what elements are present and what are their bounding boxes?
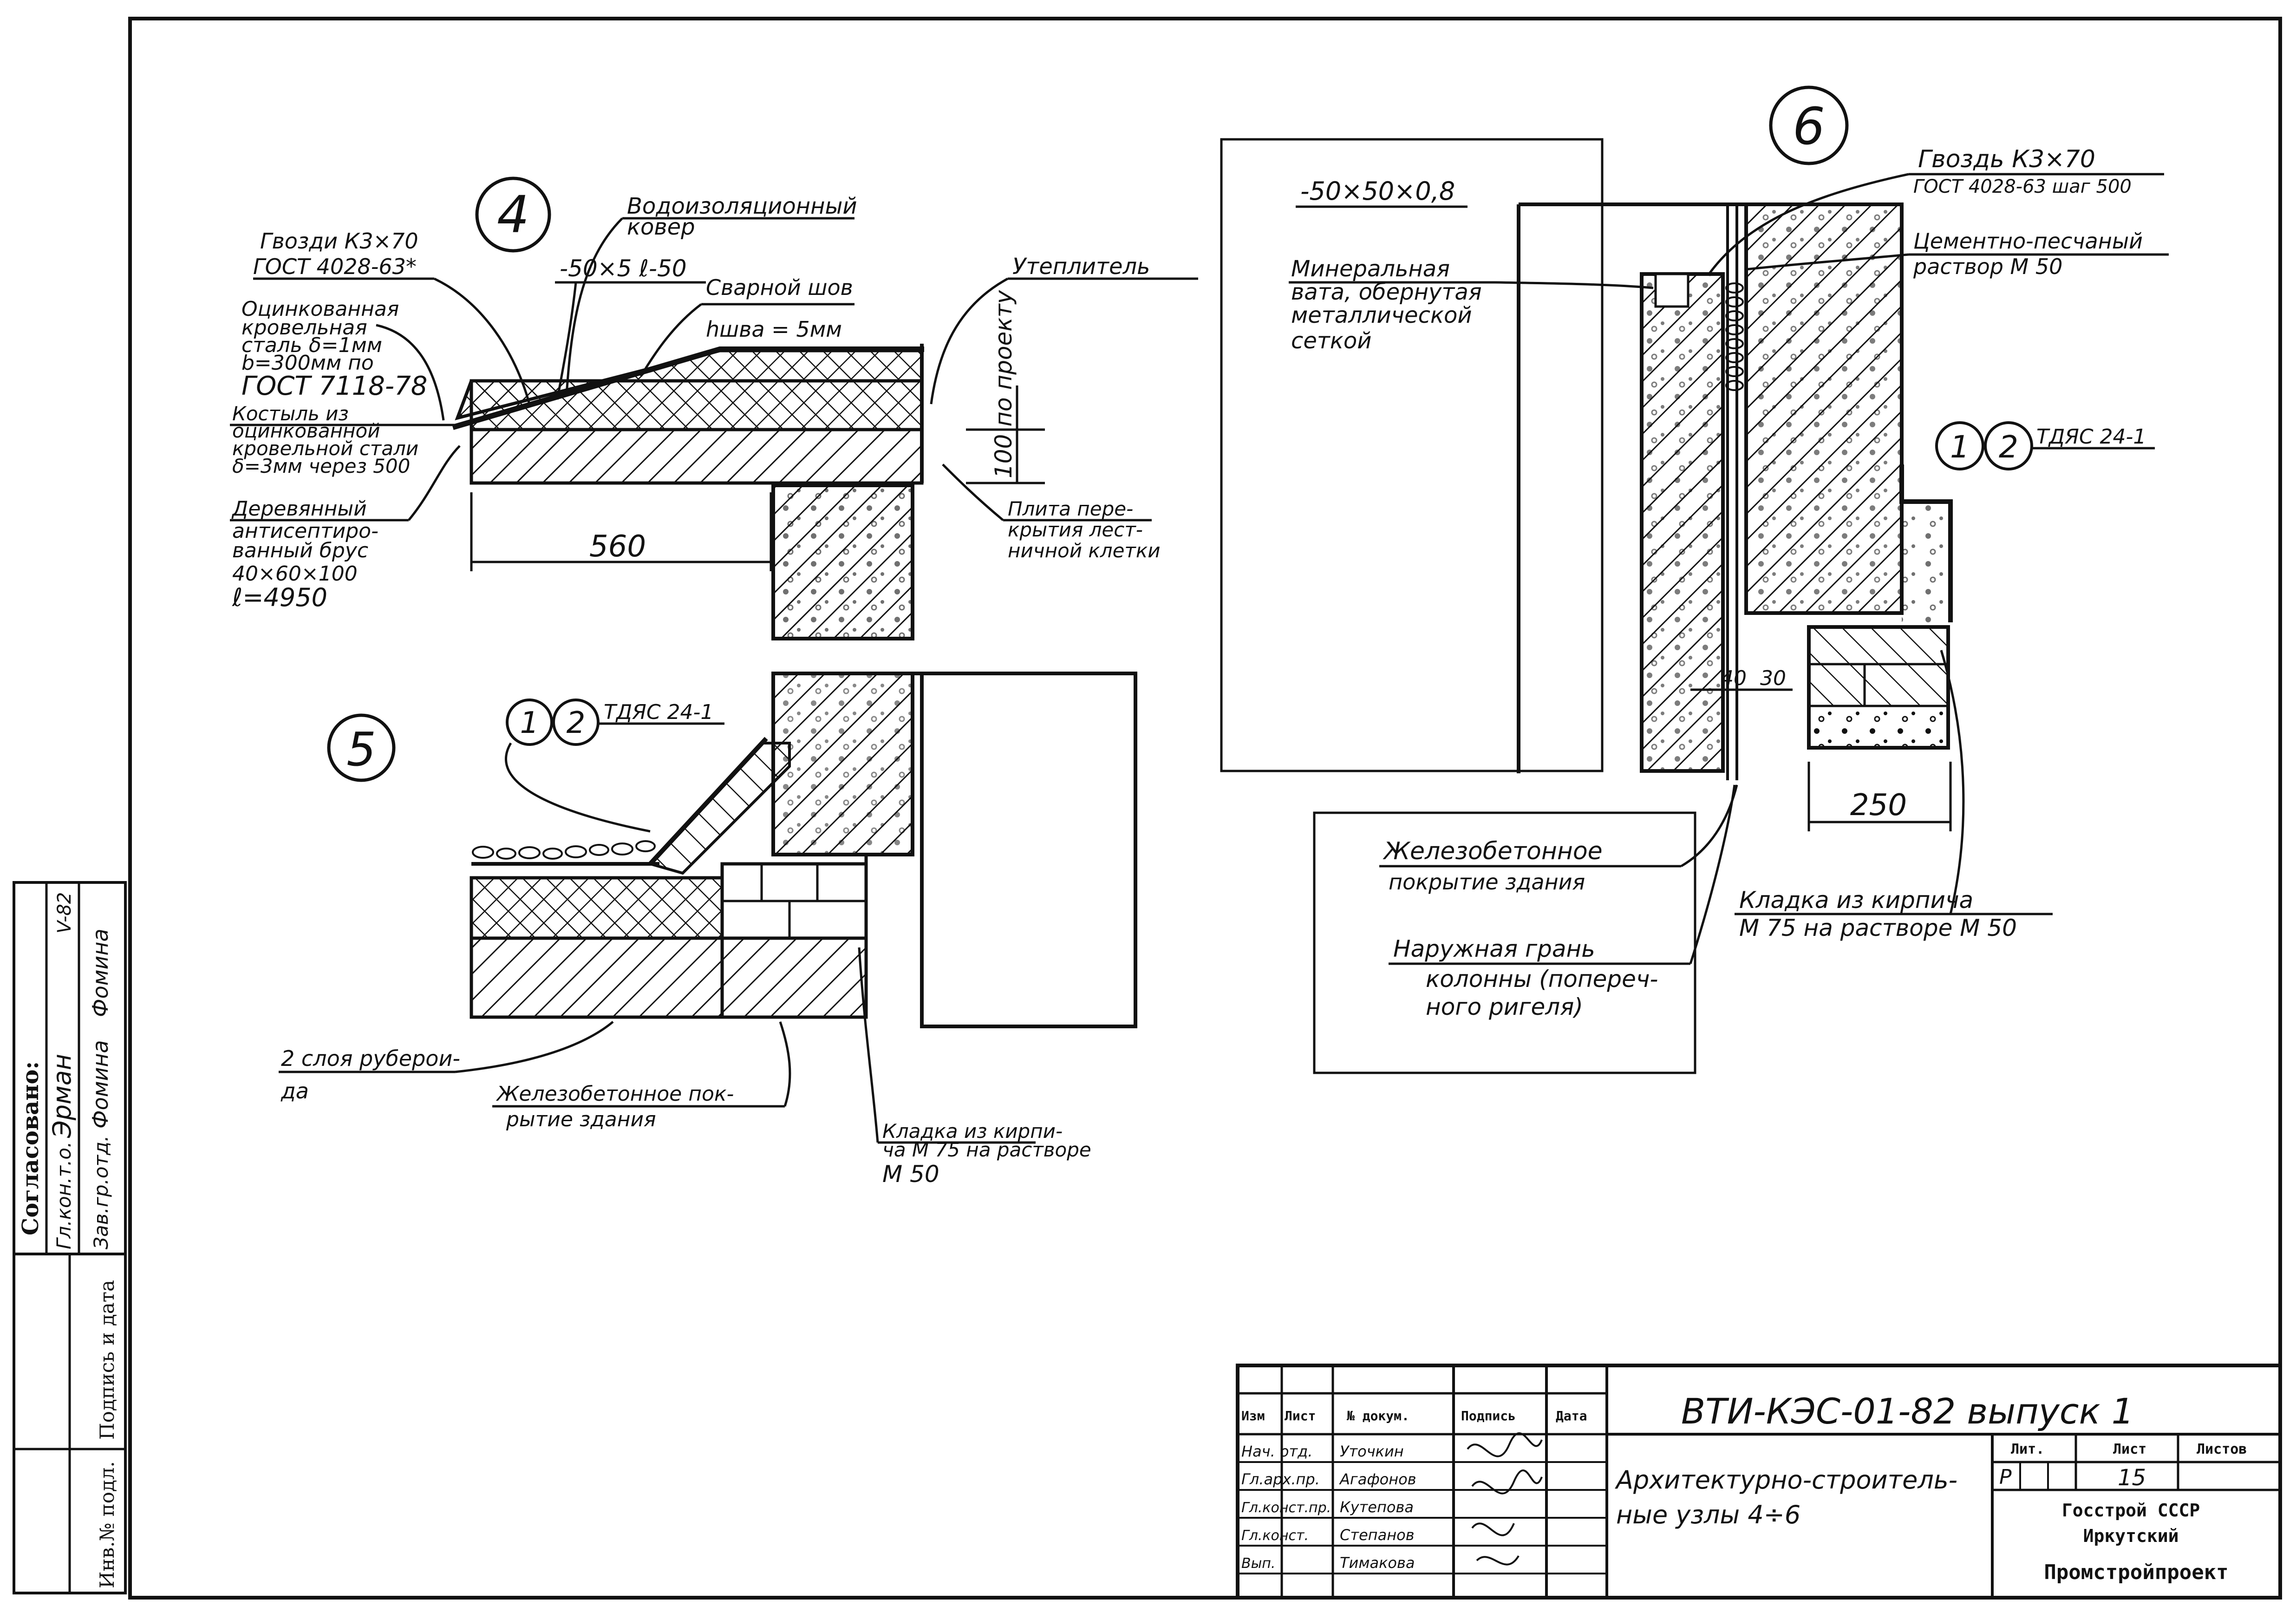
- d6-ref-1-circle: [1935, 421, 1984, 470]
- detail-5-number: 5: [346, 722, 376, 777]
- d6-rc-cover-label: Железобетонное покрытие здания: [1383, 837, 1610, 895]
- tb-name-5: Тимакова: [1340, 1554, 1415, 1572]
- d4-slab: [470, 428, 924, 485]
- d5-gravel: [472, 840, 656, 860]
- d4-nails-label: Гвозди К3×70 ГОСТ 4028-63*: [253, 229, 425, 279]
- tb-signatures: [1467, 1432, 1543, 1566]
- d5-ref-2-circle: [552, 699, 600, 746]
- d5-flashing: [647, 742, 791, 875]
- side-stamp: Согласовано: Гл.кон.т.о. Эрман V-82 Зав.…: [13, 881, 127, 1594]
- detail-4-number: 4: [497, 185, 529, 244]
- d6-ref-1: 1: [1950, 429, 1970, 465]
- tb-name-4: Степанов: [1340, 1526, 1415, 1544]
- side-stamp-row1-role: Гл.кон.т.о.: [52, 1142, 75, 1249]
- d6-brick-label: Кладка из кирпича М 75 на растворе М 50: [1739, 887, 2017, 941]
- d5-rc-cover-label: Железобетонное пок- рытие здания: [496, 1082, 740, 1131]
- d6-ref-2: 2: [1999, 429, 2018, 465]
- tb-sheet: 15: [2118, 1465, 2146, 1491]
- tb-header-sign: Подпись: [1461, 1408, 1516, 1424]
- d4-waterproof-label: Водоизоляционный ковер: [627, 193, 864, 240]
- d4-strip-label: -50×5 ℓ-50: [560, 255, 687, 282]
- d4-timber-label: Деревянный антисептиро- ванный брус 40×6…: [231, 497, 385, 612]
- side-stamp-inv: Инв.№ подл.: [96, 1461, 118, 1588]
- d4-dim-560: 560: [589, 529, 646, 564]
- side-stamp-sign-date: Подпись и дата: [96, 1280, 118, 1440]
- detail-6-marker: [1769, 85, 1849, 165]
- d5-ref-code: ТДЯС 24-1: [604, 700, 713, 724]
- side-stamp-row2-role: Зав.гр.отд.: [90, 1136, 112, 1249]
- tb-name-1: Уточкин: [1340, 1443, 1404, 1460]
- tb-sheet-head: Лист: [2113, 1441, 2146, 1457]
- detail-5: 5 1 2 ТДЯС 24-1: [279, 672, 1137, 1188]
- tb-name-3: Кутепова: [1340, 1498, 1414, 1516]
- detail-5-marker: [327, 713, 396, 782]
- tb-header-izm: Изм: [1241, 1408, 1265, 1424]
- tb-org: Госстрой СССР Иркутский Промстройпроект: [2044, 1500, 2228, 1584]
- sheet-frame: [128, 17, 2282, 1600]
- d5-ref-1: 1: [520, 706, 539, 740]
- d4-crutch-label: Костыль из оцинкованной кровельной стали…: [232, 402, 425, 477]
- d5-brick-label: Кладка из кирпи- ча М 75 на растворе М 5…: [882, 1120, 1097, 1188]
- d6-dim-30: 30: [1760, 666, 1786, 690]
- d6-ref-code: ТДЯС 24-1: [2036, 425, 2146, 449]
- d4-weld-label: Сварной шов hшва = 5мм: [706, 275, 860, 342]
- side-stamp-row1-name: Эрман: [47, 1054, 77, 1138]
- d5-column: [920, 672, 1137, 1028]
- side-stamp-row1-date: V-82: [54, 892, 75, 934]
- tb-role-3: Гл.конст.пр.: [1241, 1500, 1331, 1516]
- d6-nail-label: Гвоздь К3×70 ГОСТ 4028-63 шаг 500: [1913, 145, 2132, 197]
- d6-face-label: Наружная грань колонны (попереч- ного ри…: [1393, 935, 1665, 1020]
- tb-header-list: Лист: [1285, 1408, 1316, 1424]
- d4-galv-label: Оцинкованная кровельная сталь δ=1мм b=30…: [241, 297, 427, 401]
- detail-6: 6 40 30: [1220, 85, 2169, 1074]
- tb-sheets-head: Листов: [2197, 1441, 2247, 1457]
- title-block: Изм Лист № докум. Подпись Дата Нач. отд.…: [1236, 1364, 2282, 1600]
- tb-role-2: Гл.арх.пр.: [1241, 1470, 1320, 1488]
- tb-role-4: Гл.конст.: [1241, 1528, 1309, 1544]
- tb-stage: Р: [1999, 1465, 2012, 1489]
- d6-column-outline: [1220, 138, 1604, 772]
- d5-insulation: [470, 876, 724, 940]
- d4-insulation-label: Утеплитель: [1012, 254, 1150, 280]
- d6-angle-label: -50×50×0,8: [1300, 176, 1455, 206]
- side-stamp-title: Согласовано:: [18, 1061, 44, 1235]
- d5-slab: [470, 936, 724, 1019]
- d6-mineral-label: Минеральная вата, обернутая металлическо…: [1291, 256, 1489, 354]
- d4-dim-100: 100 по проекту: [990, 289, 1017, 478]
- tb-role-5: Вып.: [1241, 1555, 1275, 1572]
- d5-felt-label: 2 слоя руберои- да: [280, 1046, 467, 1104]
- detail-4: 4 560 100 по проекту Гвозди К3×70 ГОСТ 4…: [230, 176, 1198, 640]
- side-stamp-row2-sign: Фомина: [88, 928, 113, 1017]
- d6-dim-250: 250: [1850, 788, 1907, 823]
- tb-role-1: Нач. отд.: [1241, 1443, 1312, 1460]
- detail-6-number: 6: [1793, 97, 1825, 156]
- d6-dim-40: 40: [1721, 666, 1747, 690]
- tb-header-date: Дата: [1556, 1408, 1587, 1424]
- d6-roof-outline: [1313, 811, 1696, 1074]
- d5-ref-2: 2: [567, 706, 586, 740]
- detail-4-marker: [475, 176, 551, 253]
- side-stamp-row2-name: Фомина: [88, 1040, 113, 1129]
- tb-name: Архитектурно-строитель- ные узлы 4÷6: [1615, 1465, 1965, 1529]
- tb-name-2: Агафонов: [1339, 1470, 1416, 1488]
- d6-mortar-label: Цементно-песчаный раствор М 50: [1913, 229, 2150, 279]
- d5-ref-1-circle: [506, 699, 553, 746]
- d4-slab-label: Плита пере- крытия лест- ничной клетки: [1008, 497, 1161, 562]
- d6-ref-2-circle: [1984, 421, 2033, 470]
- tb-header-doc: № докум.: [1347, 1408, 1409, 1424]
- tb-stage-head: Лит.: [2011, 1441, 2044, 1457]
- tb-code: ВТИ-КЭС-01-82 выпуск 1: [1681, 1391, 2134, 1432]
